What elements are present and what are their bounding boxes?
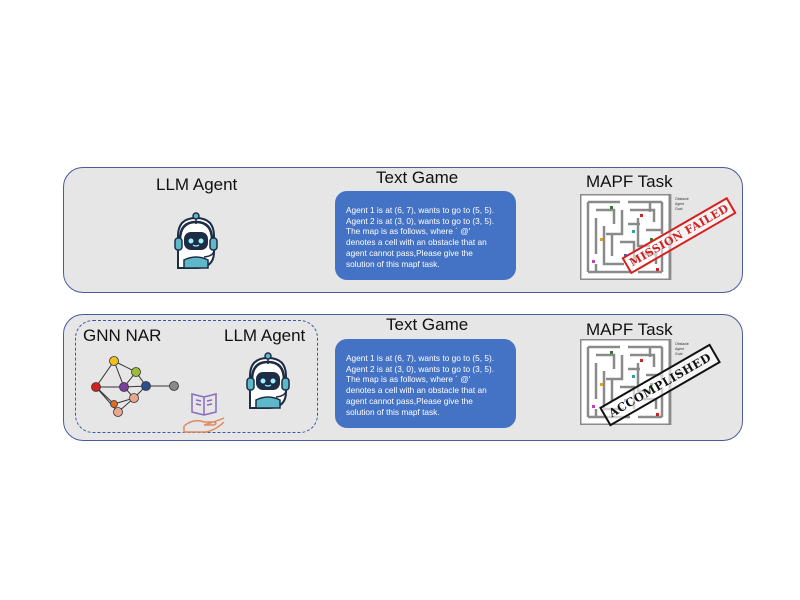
legend-item: Agent — [675, 202, 685, 206]
prompt-line: denotes a cell with an obstacle that an — [346, 385, 487, 396]
mapf-task-title: MAPF Task — [586, 320, 673, 339]
text-game-prompt-box: Agent 1 is at (6, 7), wants to go to (5,… — [335, 339, 516, 428]
llm-agent-label: LLM Agent — [224, 326, 306, 345]
prompt-line: Agent 1 is at (6, 7), wants to go to (5,… — [346, 205, 495, 215]
legend-item: Agent — [675, 347, 685, 351]
text-game-prompt-box: Agent 1 is at (6, 7), wants to go to (5,… — [335, 191, 516, 280]
mapf-task-title: MAPF Task — [586, 172, 673, 191]
llm-agent-label: LLM Agent — [156, 175, 238, 194]
gnn-nar-label: GNN NAR — [83, 326, 162, 345]
prompt-line: Agent 2 is at (3, 0), wants to go to (3,… — [346, 215, 495, 226]
prompt-line: agent cannot pass,Please give the — [346, 395, 473, 406]
prompt-line: solution of this mapf task. — [346, 258, 440, 269]
prompt-line: denotes a cell with an obstacle that an — [346, 237, 487, 248]
legend-item: Goal — [675, 207, 683, 211]
legend-item: Obstacle — [675, 342, 689, 346]
book-in-hand-icon — [183, 393, 225, 433]
prompt-line: agent cannot pass,Please give the — [346, 247, 473, 258]
maze-legend: Obstacle Agent Goal — [675, 342, 689, 357]
maze-legend: Obstacle Agent Goal — [675, 197, 689, 212]
robot-headset-icon — [174, 212, 218, 269]
prompt-line: solution of this mapf task. — [346, 406, 440, 417]
legend-item: Obstacle — [675, 197, 689, 201]
text-game-title: Text Game — [376, 168, 459, 187]
prompt-line: Agent 1 is at (6, 7), wants to go to (5,… — [346, 353, 495, 363]
robot-headset-icon — [246, 352, 290, 409]
prompt-line: The map is as follows, where ´ @' — [346, 374, 471, 385]
prompt-line: The map is as follows, where ´ @' — [346, 226, 471, 237]
text-game-title: Text Game — [386, 315, 469, 334]
prompt-line: Agent 2 is at (3, 0), wants to go to (3,… — [346, 363, 495, 374]
graph-network-icon — [91, 356, 179, 417]
legend-item: Goal — [675, 352, 683, 356]
